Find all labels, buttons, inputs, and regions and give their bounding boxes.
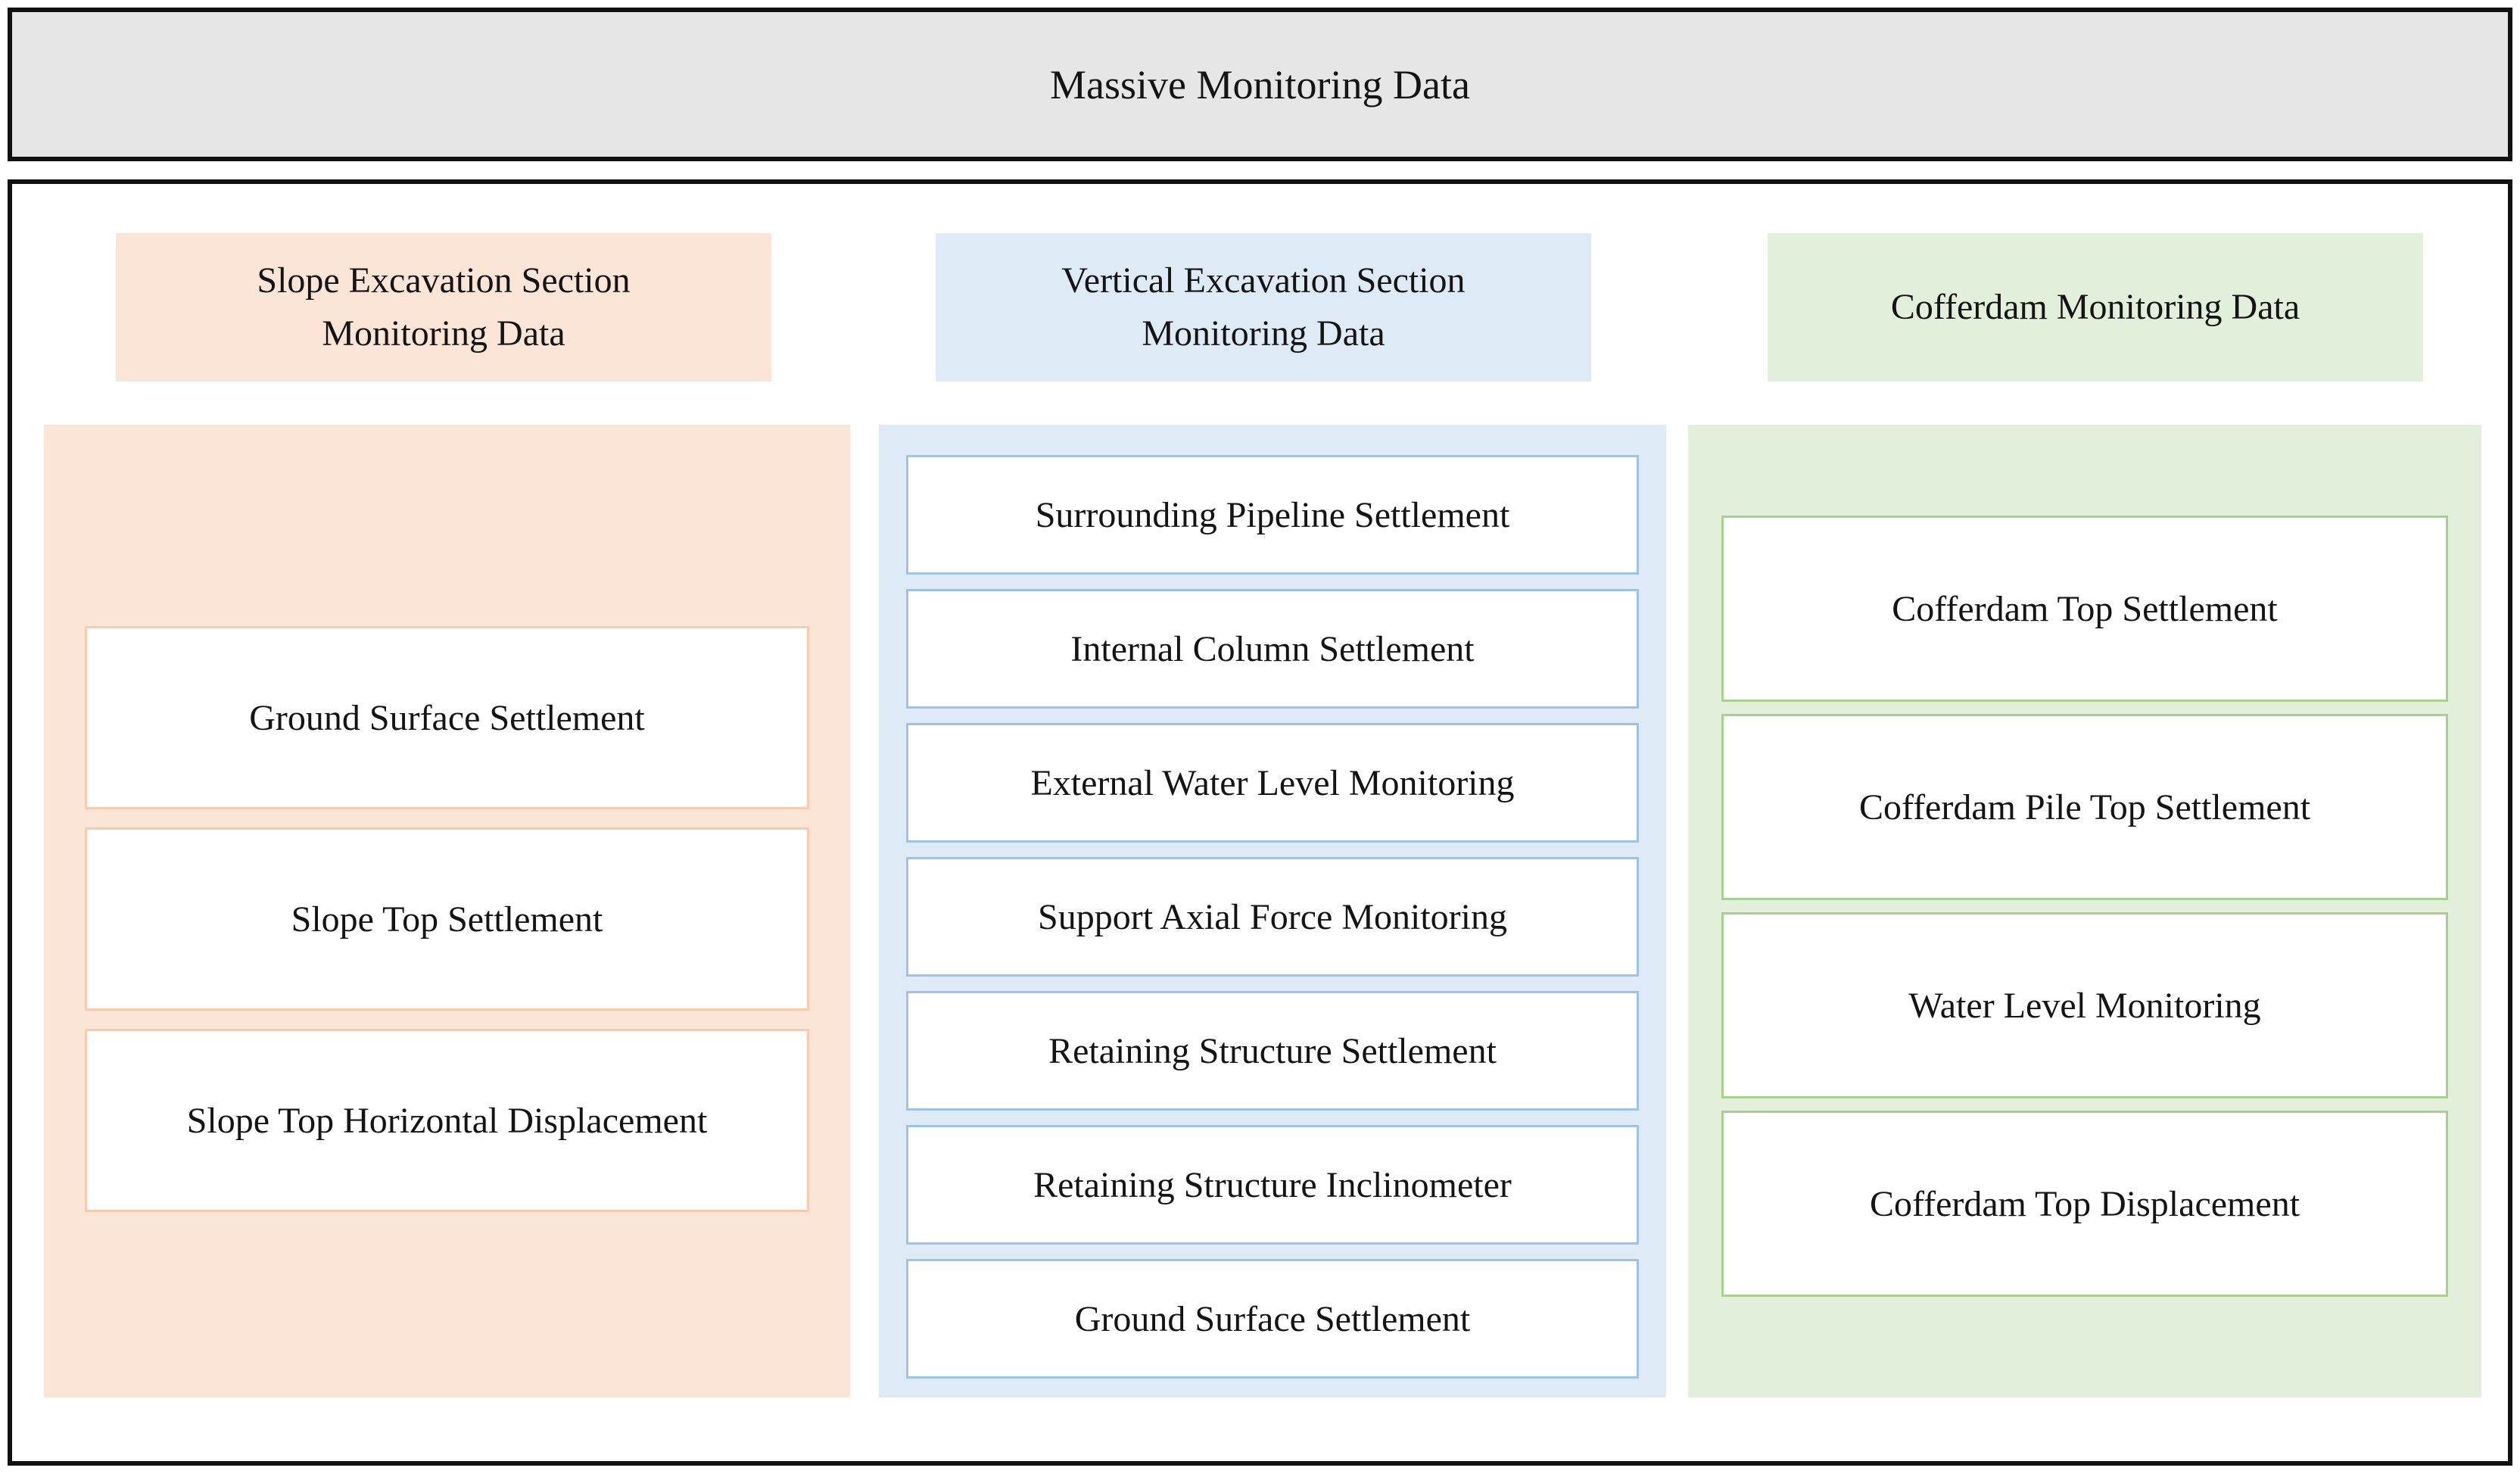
column-header-slope-excavation: Slope Excavation Section Monitoring Data (116, 233, 771, 382)
item-label: Support Axial Force Monitoring (1038, 896, 1507, 937)
item-box: Cofferdam Top Displacement (1721, 1111, 2448, 1297)
item-label: External Water Level Monitoring (1030, 762, 1515, 803)
item-label: Ground Surface Settlement (249, 697, 645, 738)
item-label: Surrounding Pipeline Settlement (1035, 494, 1510, 535)
item-box: Cofferdam Pile Top Settlement (1721, 714, 2448, 900)
item-box: Slope Top Settlement (85, 827, 809, 1011)
item-box: Support Axial Force Monitoring (906, 857, 1639, 977)
column-header-label: Vertical Excavation Section Monitoring D… (1061, 260, 1466, 354)
item-box: Surrounding Pipeline Settlement (906, 455, 1639, 575)
item-box: Water Level Monitoring (1721, 912, 2448, 1098)
item-label: Water Level Monitoring (1908, 985, 2261, 1026)
item-label: Retaining Structure Inclinometer (1033, 1164, 1512, 1205)
item-label: Cofferdam Top Settlement (1892, 588, 2278, 629)
item-label: Retaining Structure Settlement (1048, 1030, 1497, 1071)
main-panel: Slope Excavation Section Monitoring Data… (8, 179, 2512, 1466)
item-box: Slope Top Horizontal Displacement (85, 1029, 809, 1212)
column-header-cofferdam: Cofferdam Monitoring Data (1768, 233, 2423, 382)
item-box: Ground Surface Settlement (85, 626, 809, 809)
item-box: External Water Level Monitoring (906, 723, 1639, 843)
item-box: Cofferdam Top Settlement (1721, 516, 2448, 702)
item-box: Retaining Structure Inclinometer (906, 1125, 1639, 1245)
item-box: Internal Column Settlement (906, 589, 1639, 709)
item-label: Slope Top Settlement (291, 899, 603, 939)
item-label: Slope Top Horizontal Displacement (186, 1100, 708, 1141)
item-label: Internal Column Settlement (1070, 628, 1475, 669)
item-box: Retaining Structure Settlement (906, 991, 1639, 1111)
column-header-label: Cofferdam Monitoring Data (1890, 287, 2300, 328)
item-label: Cofferdam Pile Top Settlement (1858, 787, 2311, 827)
item-box: Ground Surface Settlement (906, 1259, 1639, 1379)
banner-title: Massive Monitoring Data (1050, 61, 1470, 108)
banner: Massive Monitoring Data (8, 8, 2512, 161)
column-header-vertical-excavation: Vertical Excavation Section Monitoring D… (936, 233, 1591, 382)
item-label: Ground Surface Settlement (1074, 1298, 1471, 1339)
column-header-label: Slope Excavation Section Monitoring Data (257, 260, 631, 354)
item-label: Cofferdam Top Displacement (1869, 1183, 2300, 1224)
